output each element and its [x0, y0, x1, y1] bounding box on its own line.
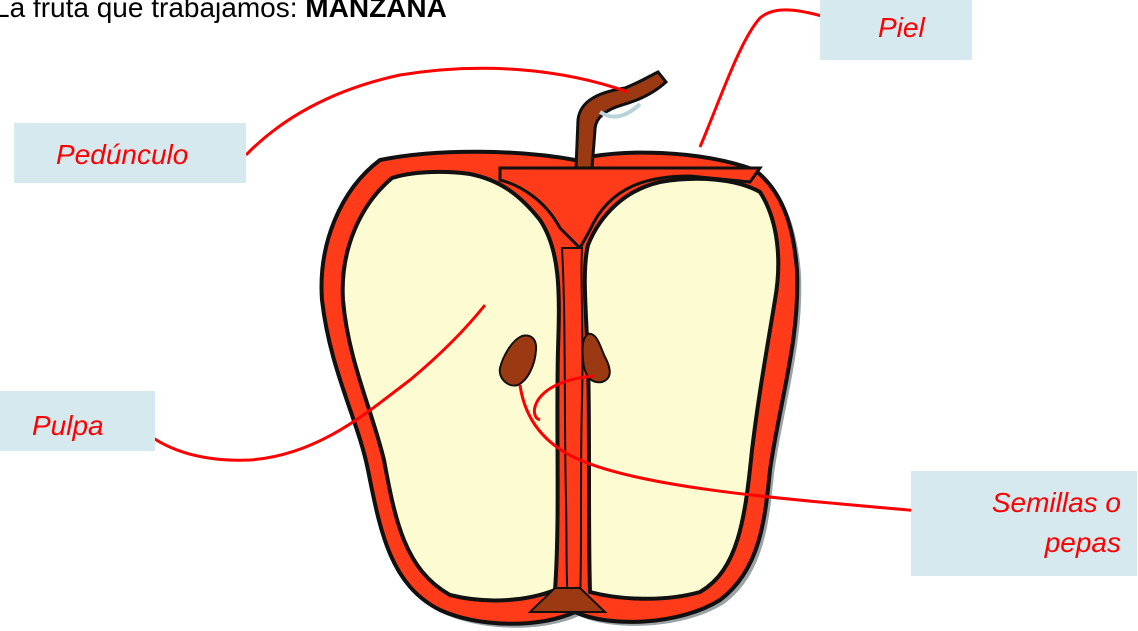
pulp-left: [343, 172, 559, 601]
label-piel: Piel: [820, 0, 972, 60]
label-semillas: Semillas o pepas: [911, 471, 1137, 576]
label-pulpa-text: Pulpa: [32, 410, 104, 441]
label-peduncle: Pedúnculo: [14, 123, 246, 183]
leader-line-peduncle: [246, 68, 628, 155]
label-piel-text: Piel: [878, 12, 925, 43]
label-peduncle-text: Pedúnculo: [56, 139, 188, 170]
label-semillas-line1: Semillas o: [911, 483, 1121, 523]
label-semillas-line2: pepas: [911, 523, 1121, 563]
label-pulpa: Pulpa: [0, 391, 155, 451]
